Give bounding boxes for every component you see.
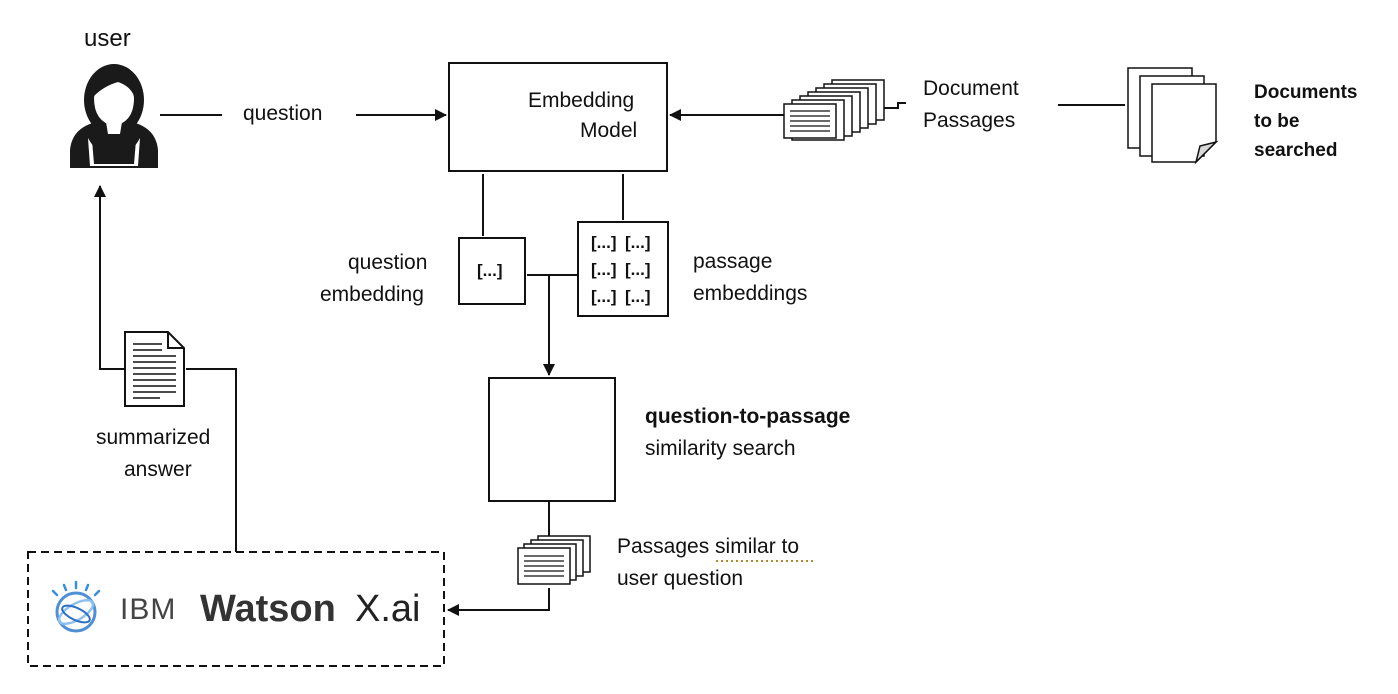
question-embedding-box xyxy=(458,237,526,305)
watson-to-answer-edge xyxy=(186,368,237,552)
question-embedding-cell: [...] xyxy=(477,261,503,280)
user-icon xyxy=(70,64,158,168)
passage-embeddings-label-2: embeddings xyxy=(693,282,808,305)
question-embedding-label-2: embedding xyxy=(320,283,424,306)
summarized-answer-label-1: summarized xyxy=(96,426,211,449)
summarized-answer-label-2: answer xyxy=(124,458,192,481)
similarity-search-box xyxy=(488,377,616,502)
question-embedding-label-1: question xyxy=(348,251,428,274)
passage-embedding-cell: [...] xyxy=(591,260,617,279)
llm-suffix: X.ai xyxy=(355,588,421,630)
question-edge-label: question xyxy=(243,102,323,125)
passage-embeddings-box xyxy=(577,221,669,317)
passage-embedding-cell: [...] xyxy=(625,287,651,306)
similar-passages-stack-icon xyxy=(517,535,591,585)
watson-logo-icon xyxy=(51,580,101,633)
watson-dashed-box xyxy=(27,551,445,667)
passage-embedding-cell: [...] xyxy=(591,287,617,306)
answer-document-icon xyxy=(124,331,185,407)
document-passages-label-1: Document xyxy=(923,77,1019,100)
passages-to-watson-arrow xyxy=(447,588,550,616)
answer-to-user-arrow xyxy=(94,185,125,370)
document-passages-label-2: Passages xyxy=(923,109,1016,132)
passage-embedding-cell: [...] xyxy=(591,233,617,252)
passages-tail xyxy=(884,102,906,109)
user-label: user xyxy=(84,25,131,52)
passage-embedding-cell: [...] xyxy=(625,233,651,252)
embedding-model-box xyxy=(448,62,668,172)
documents-searched-label-1: Documents xyxy=(1254,82,1358,103)
passage-embeddings-label-1: passage xyxy=(693,250,773,273)
llm-product: Watson xyxy=(200,588,336,630)
llm-brand: IBM xyxy=(120,593,177,626)
document-passages-stack-icon xyxy=(783,79,885,141)
similarity-search-label-1: question-to-passage xyxy=(645,405,851,428)
similarity-search-label-2: similarity search xyxy=(645,437,796,460)
documents-searched-label-2: to be xyxy=(1254,111,1300,132)
similar-passages-label-1: Passages similar to xyxy=(617,535,800,558)
documents-to-be-searched-icon xyxy=(1127,67,1219,165)
embedding-model-label-2: Model xyxy=(580,119,638,142)
embedding-model-label-1: Embedding xyxy=(528,89,635,112)
similar-passages-label-2: user question xyxy=(617,567,744,590)
documents-searched-label-3: searched xyxy=(1254,140,1338,161)
passage-embedding-cell: [...] xyxy=(625,260,651,279)
